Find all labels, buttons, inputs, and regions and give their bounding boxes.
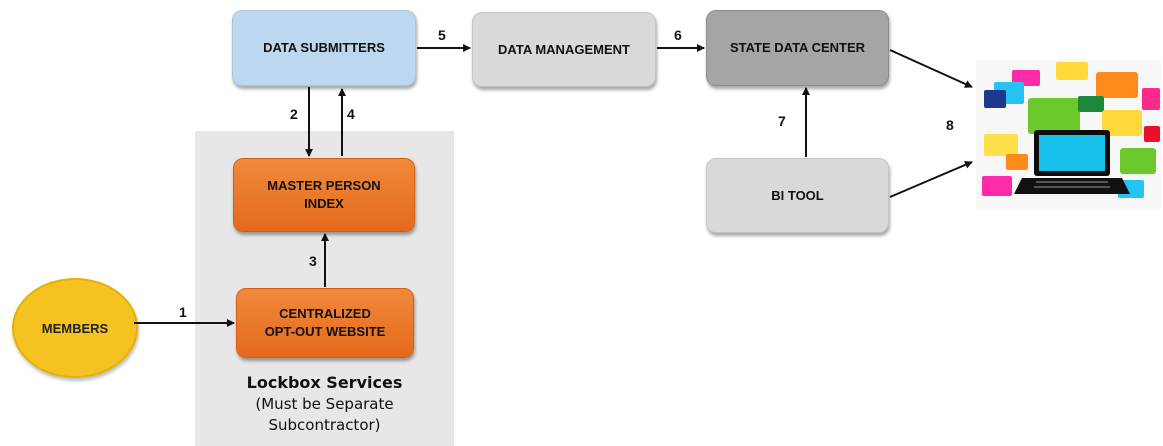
bi-tool-label: BI TOOL — [771, 187, 824, 203]
data-submitters-node: DATA SUBMITTERS — [232, 10, 416, 86]
state-data-center-node: STATE DATA CENTER — [706, 10, 889, 86]
step-2-label: 2 — [290, 106, 298, 122]
members-node: MEMBERS — [12, 278, 138, 378]
centralized-opt-out-label-line-1: CENTRALIZED — [279, 306, 371, 321]
step-7-label: 7 — [778, 113, 786, 129]
bi-tool-node: BI TOOL — [706, 158, 889, 233]
step-4-label: 4 — [347, 106, 355, 122]
master-person-index-label-line-1: MASTER PERSON — [267, 178, 381, 193]
arrow-bitool-to-graphic — [889, 161, 973, 198]
data-management-node: DATA MANAGEMENT — [472, 12, 656, 87]
lockbox-subtitle-line-1: (Must be Separate — [255, 395, 394, 413]
step-6-label: 6 — [674, 27, 682, 43]
lockbox-subtitle-line-2: Subcontractor) — [268, 416, 381, 434]
step-8-label: 8 — [946, 117, 954, 133]
state-data-center-label: STATE DATA CENTER — [729, 40, 866, 55]
lockbox-caption: Lockbox Services (Must be Separate Subco… — [195, 372, 454, 436]
arrow-sdc-to-graphic — [889, 49, 973, 88]
data-management-label: DATA MANAGEMENT — [498, 41, 630, 57]
step-3-label: 3 — [309, 253, 317, 269]
step-5-label: 5 — [438, 27, 446, 43]
step-1-label: 1 — [179, 304, 187, 320]
master-person-index-node: MASTER PERSON INDEX — [233, 158, 415, 232]
laptop-chat-bubbles-icon — [976, 60, 1161, 209]
master-person-index-label-line-2: INDEX — [304, 196, 344, 211]
centralized-opt-out-label-line-2: OPT-OUT WEBSITE — [264, 324, 386, 339]
lockbox-title: Lockbox Services — [246, 373, 403, 392]
centralized-opt-out-website-node: CENTRALIZED OPT-OUT WEBSITE — [236, 288, 414, 358]
data-submitters-label: DATA SUBMITTERS — [263, 40, 385, 55]
members-label: MEMBERS — [41, 320, 109, 336]
